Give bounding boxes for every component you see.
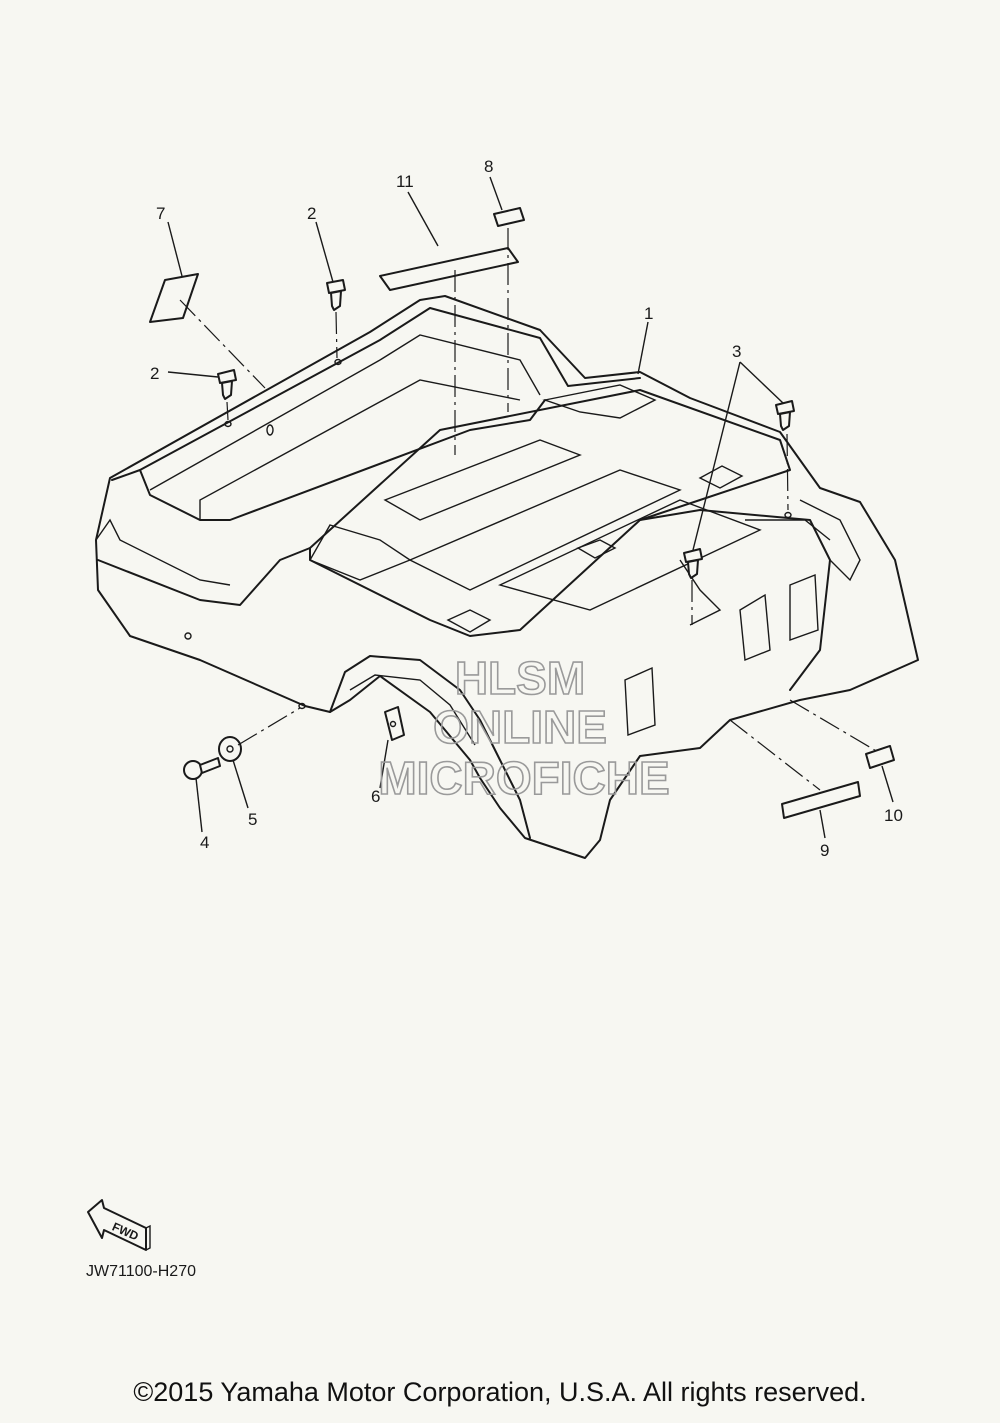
callout-5: 5 <box>248 810 257 829</box>
callout-1: 1 <box>644 304 653 323</box>
decal-7 <box>149 273 199 323</box>
decal-11 <box>379 247 519 291</box>
callout-8: 8 <box>484 157 493 176</box>
nut-6 <box>384 706 405 741</box>
callout-2-top: 2 <box>307 204 316 223</box>
watermark-line-3: MICROFICHE <box>378 752 669 804</box>
assembly-lines <box>179 228 879 791</box>
callout-9: 9 <box>820 841 829 860</box>
decal-8 <box>493 207 525 227</box>
callout-6: 6 <box>371 787 380 806</box>
callout-11: 11 <box>396 172 414 191</box>
decal-9 <box>781 781 861 819</box>
leader-lines <box>167 176 894 839</box>
clip-2-top <box>326 279 346 311</box>
callout-4: 4 <box>200 833 209 852</box>
clip-3-center <box>683 548 703 579</box>
decal-10 <box>865 745 895 769</box>
clip-2-left <box>217 369 237 400</box>
callout-3: 3 <box>732 342 741 361</box>
callout-10: 10 <box>884 806 903 825</box>
washer-5 <box>218 736 242 762</box>
callout-7: 7 <box>156 204 165 223</box>
watermark-line-1: HLSM <box>455 652 585 704</box>
callout-2-left: 2 <box>150 364 159 383</box>
bolt-4 <box>183 757 221 780</box>
fwd-arrow-icon: FWD <box>87 1199 151 1251</box>
watermark-line-2: ONLINE <box>433 701 607 753</box>
clip-3-right <box>775 400 795 431</box>
diagram-code: JW71100-H270 <box>86 1263 196 1280</box>
cargo-bed <box>95 295 919 859</box>
copyright-notice: ©2015 Yamaha Motor Corporation, U.S.A. A… <box>133 1377 867 1407</box>
